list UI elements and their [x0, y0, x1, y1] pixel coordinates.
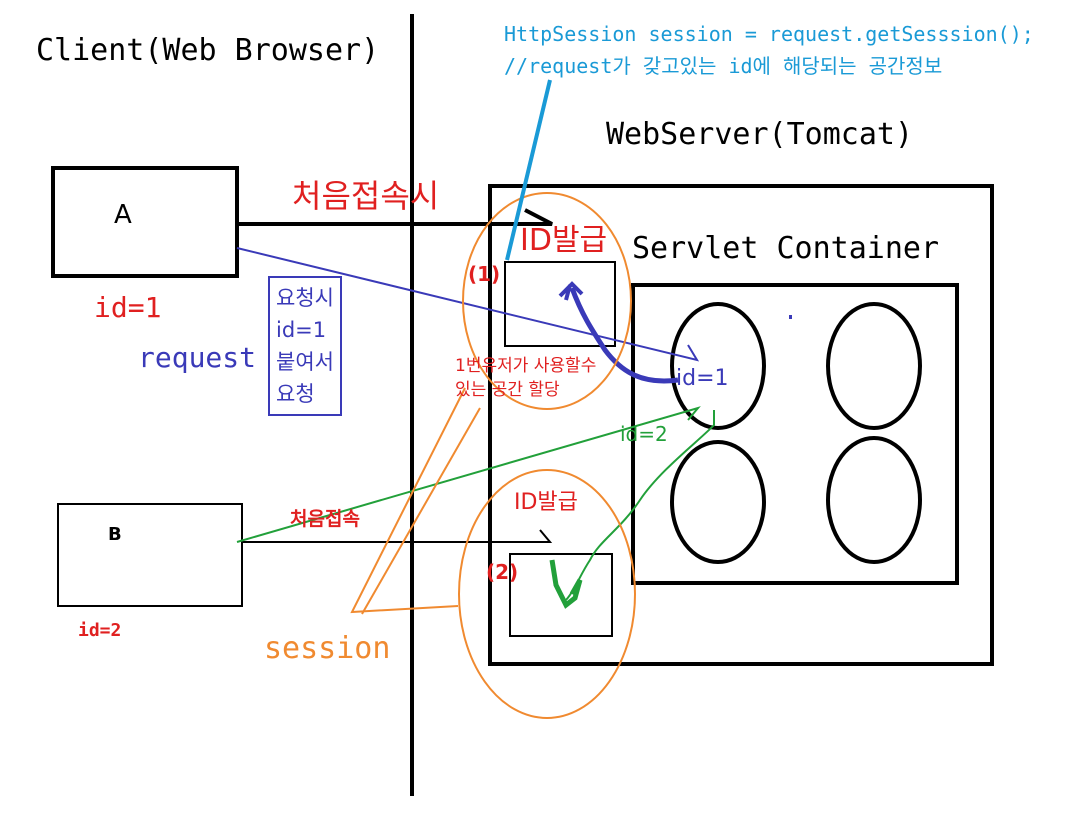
blue-thick-return-arrow — [569, 287, 679, 384]
green-scribble-link — [565, 410, 715, 601]
first-access-label-a: 처음접속시 — [292, 177, 440, 215]
container-id-2: id=2 — [620, 422, 668, 446]
first-access-arrow-a — [237, 208, 553, 226]
client-b-id: id=2 — [78, 620, 122, 641]
code-pointer-line — [505, 79, 552, 261]
issue-id-label-2: ID발급 — [514, 490, 578, 515]
session-pointer-1 — [350, 387, 466, 614]
server-title: WebServer(Tomcat) — [606, 117, 914, 152]
code-line-2: //request가 갖고있는 id에 해당되는 공간정보 — [504, 54, 943, 78]
webserver-box — [488, 184, 994, 666]
marker-1: (1) — [468, 262, 501, 286]
blue-arrow-head — [558, 281, 584, 301]
servlet-ellipse-2 — [826, 302, 922, 430]
first-access-label-b: 처음접속 — [290, 508, 360, 530]
marker-2: (2) — [486, 560, 519, 584]
box-b-label: B — [108, 524, 122, 545]
green-scribble-thick — [549, 559, 583, 609]
session-pointer-2 — [361, 407, 481, 615]
box-a-label: A — [114, 200, 132, 230]
request-line-b — [236, 406, 701, 543]
client-a-id: id=1 — [94, 291, 162, 324]
first-access-arrow-b — [242, 529, 553, 543]
code-line-1: HttpSession session = request.getSesssio… — [504, 22, 1034, 46]
user1-note-line-2: 있는 공간 할당 — [455, 380, 560, 400]
servlet-ellipse-1 — [670, 302, 766, 430]
session-space-2 — [509, 553, 613, 637]
issue-id-label-1: ID발급 — [520, 223, 608, 258]
request-note-line: 붙여서 — [276, 350, 334, 374]
client-box-b — [57, 503, 243, 607]
servlet-container-box — [631, 283, 959, 585]
session-space-1 — [504, 261, 616, 347]
container-id-1: id=1 — [676, 366, 729, 391]
request-note-line: 요청시 — [276, 286, 334, 310]
container-title: Servlet Container — [632, 231, 940, 266]
session-ellipse-2 — [458, 469, 636, 719]
request-label: request — [138, 341, 257, 374]
request-note-box: 요청시 id=1 붙여서 요청 — [268, 276, 342, 416]
servlet-ellipse-3 — [670, 440, 766, 564]
servlet-ellipse-4 — [826, 436, 922, 564]
session-label: session — [264, 631, 391, 666]
user1-note-line-1: 1번유저가 사용할수 — [455, 356, 597, 376]
session-ellipse-1 — [462, 192, 632, 410]
request-note-line: 요청 — [276, 382, 315, 406]
tiny-dot — [789, 315, 792, 319]
request-line-a — [236, 247, 700, 362]
client-title: Client(Web Browser) — [36, 33, 380, 68]
client-box-a — [51, 166, 239, 278]
request-note-line: id=1 — [276, 318, 327, 342]
